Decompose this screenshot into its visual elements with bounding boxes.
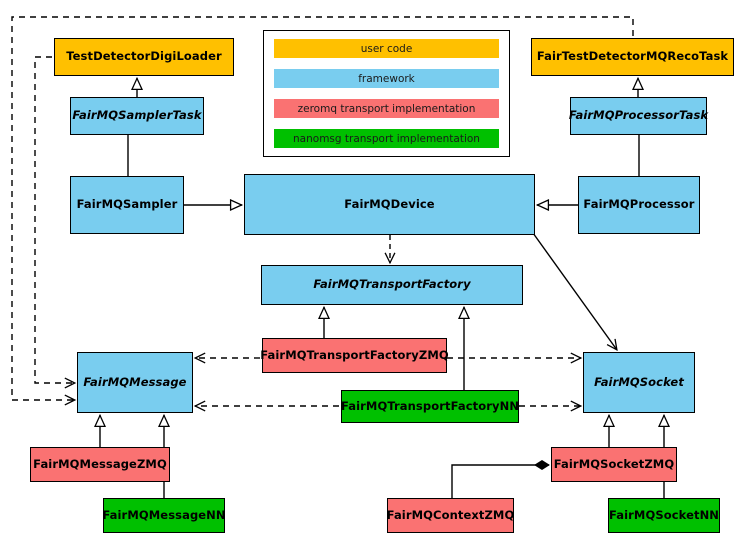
node-label: FairMQProcessor	[583, 197, 695, 212]
node-fairmq-device[interactable]: FairMQDevice	[244, 174, 535, 235]
node-fairmq-message-nn[interactable]: FairMQMessageNN	[102, 498, 226, 533]
node-label: FairTestDetectorMQRecoTask	[536, 49, 729, 64]
legend-row-nanomsg: nanomsg transport implementation	[274, 129, 499, 148]
node-fairmq-context-zmq[interactable]: FairMQContextZMQ	[387, 498, 514, 533]
node-fairmq-socket-zmq[interactable]: FairMQSocketZMQ	[551, 447, 677, 482]
node-fairmq-processor[interactable]: FairMQProcessor	[578, 176, 700, 234]
node-fairmq-message-zmq[interactable]: FairMQMessageZMQ	[30, 447, 170, 482]
legend-box: user code framework zeromq transport imp…	[263, 30, 510, 157]
node-test-detector-digi-loader[interactable]: TestDetectorDigiLoader	[54, 38, 234, 76]
legend-row-user-code: user code	[274, 39, 499, 58]
node-label: TestDetectorDigiLoader	[66, 49, 222, 64]
node-fairmq-transport-factory-zmq[interactable]: FairMQTransportFactoryZMQ	[260, 338, 449, 373]
node-fairmq-transport-factory[interactable]: FairMQTransportFactory	[261, 265, 523, 305]
node-fairmq-sampler[interactable]: FairMQSampler	[70, 176, 184, 234]
node-label: FairMQSocketNN	[608, 507, 720, 522]
node-label: FairMQDevice	[344, 196, 435, 211]
node-label: FairMQTransportFactoryNN	[340, 398, 520, 413]
legend-row-zeromq: zeromq transport implementation	[274, 99, 499, 118]
node-fairmq-sampler-task[interactable]: FairMQSamplerTask	[70, 97, 204, 135]
node-label: FairMQSamplerTask	[72, 108, 202, 123]
node-label: FairMQSocketZMQ	[553, 456, 675, 471]
node-fairmq-message[interactable]: FairMQMessage	[77, 352, 193, 413]
node-label: FairMQMessageNN	[102, 507, 226, 522]
node-fairmq-transport-factory-nn[interactable]: FairMQTransportFactoryNN	[341, 390, 519, 423]
node-label: FairMQMessageZMQ	[33, 456, 167, 471]
node-label: FairMQTransportFactoryZMQ	[260, 347, 449, 362]
node-label: FairMQSocket	[594, 374, 684, 389]
node-label: FairMQTransportFactory	[313, 277, 471, 292]
node-fair-test-detector-mq-reco-task[interactable]: FairTestDetectorMQRecoTask	[531, 38, 734, 76]
node-label: FairMQMessage	[83, 374, 187, 389]
node-fairmq-processor-task[interactable]: FairMQProcessorTask	[568, 97, 709, 135]
node-fairmq-socket[interactable]: FairMQSocket	[583, 352, 695, 413]
node-label: FairMQProcessorTask	[568, 108, 709, 123]
node-fairmq-socket-nn[interactable]: FairMQSocketNN	[608, 498, 720, 533]
node-label: FairMQSampler	[76, 197, 178, 212]
node-label: FairMQContextZMQ	[386, 507, 515, 522]
legend-row-framework: framework	[274, 69, 499, 88]
